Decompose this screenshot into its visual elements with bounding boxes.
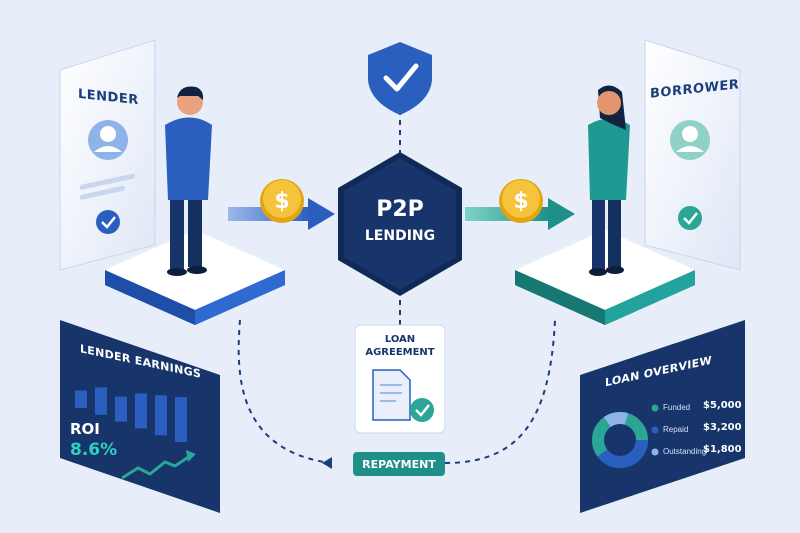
lender-card: [59, 39, 156, 271]
overview-label-repaid: Repaid: [663, 425, 689, 434]
hub-title: P2P: [376, 197, 424, 222]
overview-value-repaid: $3,200: [703, 422, 742, 433]
dollar-coin-icon: $: [499, 179, 543, 223]
earnings-bar: [135, 393, 147, 429]
roi-label: ROI: [70, 420, 100, 438]
lender-earnings-panel: [60, 320, 220, 513]
donut-chart: [592, 412, 648, 468]
repayment-arrowhead-icon: [322, 457, 332, 469]
shield-check-icon: [368, 42, 432, 115]
overview-label-funded: Funded: [663, 403, 691, 412]
document-check-icon: [372, 369, 434, 422]
earnings-bar: [155, 395, 167, 436]
lender-platform: [105, 230, 285, 325]
roi-value: 8.6%: [70, 440, 118, 460]
overview-value-outstanding: $1,800: [703, 444, 742, 455]
earnings-bar: [175, 397, 187, 442]
svg-text:$: $: [513, 189, 528, 214]
svg-text:$: $: [274, 189, 289, 214]
borrower-card: [644, 39, 741, 271]
borrower-person: [588, 85, 630, 276]
check-icon: [96, 210, 120, 234]
earnings-bar: [95, 387, 107, 415]
earnings-bar: [115, 396, 127, 422]
check-icon: [678, 206, 702, 230]
lender-person: [165, 86, 212, 276]
repayment-label: REPAYMENT: [362, 458, 436, 471]
agreement-title-line2: AGREEMENT: [365, 347, 435, 358]
earnings-bar: [75, 390, 87, 408]
repayment-pill: [353, 452, 445, 476]
trend-line: [121, 454, 191, 480]
dollar-coin-icon: $: [260, 179, 304, 223]
hub-subtitle: LENDING: [364, 228, 436, 244]
loan-agreement-card: [354, 324, 446, 434]
p2p-hub: [338, 152, 462, 296]
overview-label-outstanding: Outstanding: [663, 447, 707, 456]
overview-value-funded: $5,000: [703, 400, 742, 411]
dashed-connectors: [237, 110, 556, 464]
agreement-title-line1: LOAN: [384, 334, 416, 345]
loan-overview-panel: [580, 320, 745, 513]
